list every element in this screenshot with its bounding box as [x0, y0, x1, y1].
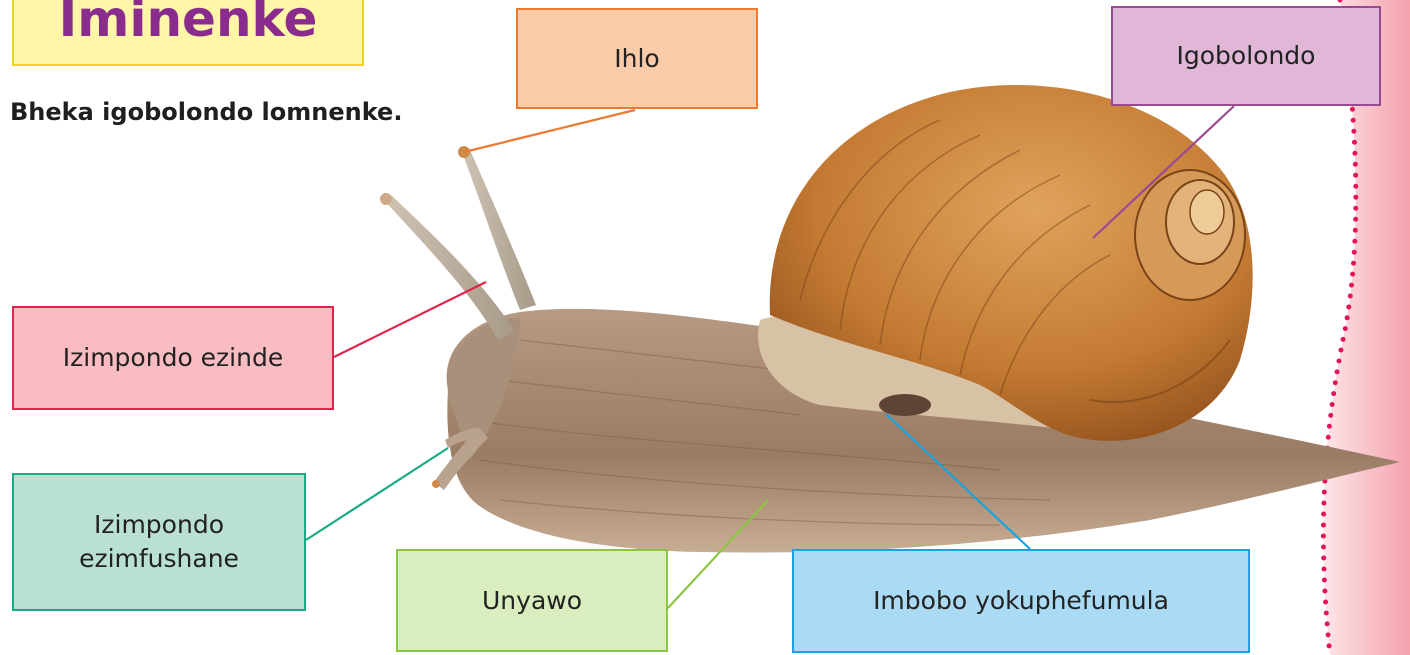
title-box: Iminenke: [12, 0, 364, 66]
label-izimpondo-ezinde: Izimpondo ezinde: [12, 306, 334, 410]
callout-line-ezimfushane: [306, 448, 448, 540]
breathing-hole: [879, 394, 931, 416]
label-ezimfushane-line1: Izimpondo: [79, 508, 239, 542]
label-ihlo: Ihlo: [516, 8, 758, 109]
callout-line-ihlo: [464, 110, 635, 152]
instruction-text: Bheka igobolondo lomnenke.: [10, 98, 402, 126]
label-igobolondo: Igobolondo: [1111, 6, 1381, 106]
label-izimpondo-ezimfushane: Izimpondo ezimfushane: [12, 473, 306, 611]
page-title: Iminenke: [14, 0, 362, 48]
label-ezimfushane-line2: ezimfushane: [79, 542, 239, 576]
label-imbobo-yokuphefumula: Imbobo yokuphefumula: [792, 549, 1250, 653]
label-unyawo: Unyawo: [396, 549, 668, 652]
